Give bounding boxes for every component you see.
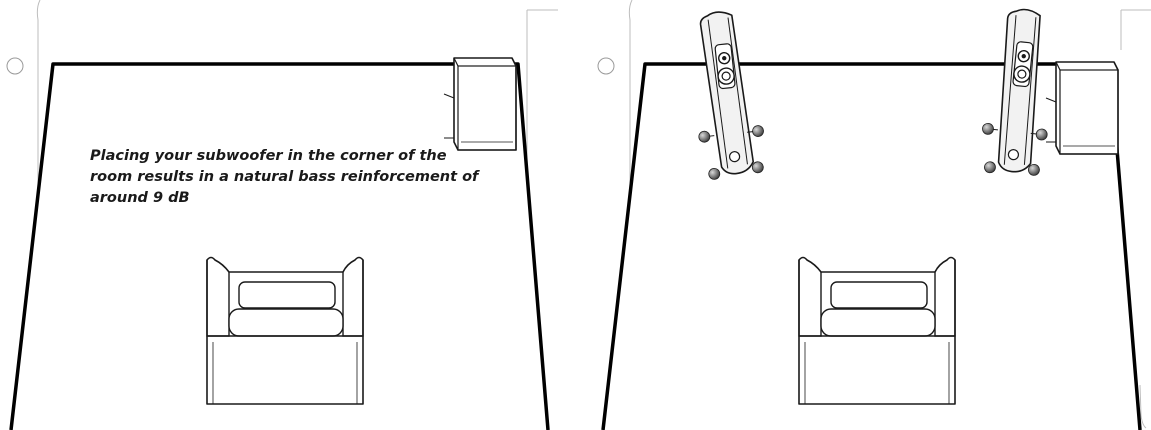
subwoofer: [1045, 61, 1119, 155]
panel-left: [6, 0, 558, 430]
binder-hole-left: [6, 57, 24, 75]
subwoofer: [443, 57, 517, 151]
armchair: [798, 256, 956, 405]
panel-right: [597, 0, 1151, 430]
caption-text: Placing your subwoofer in the corner of …: [90, 148, 479, 206]
room-floor-left: [9, 62, 550, 430]
binder-hole-right: [597, 57, 615, 75]
armchair: [206, 256, 364, 405]
